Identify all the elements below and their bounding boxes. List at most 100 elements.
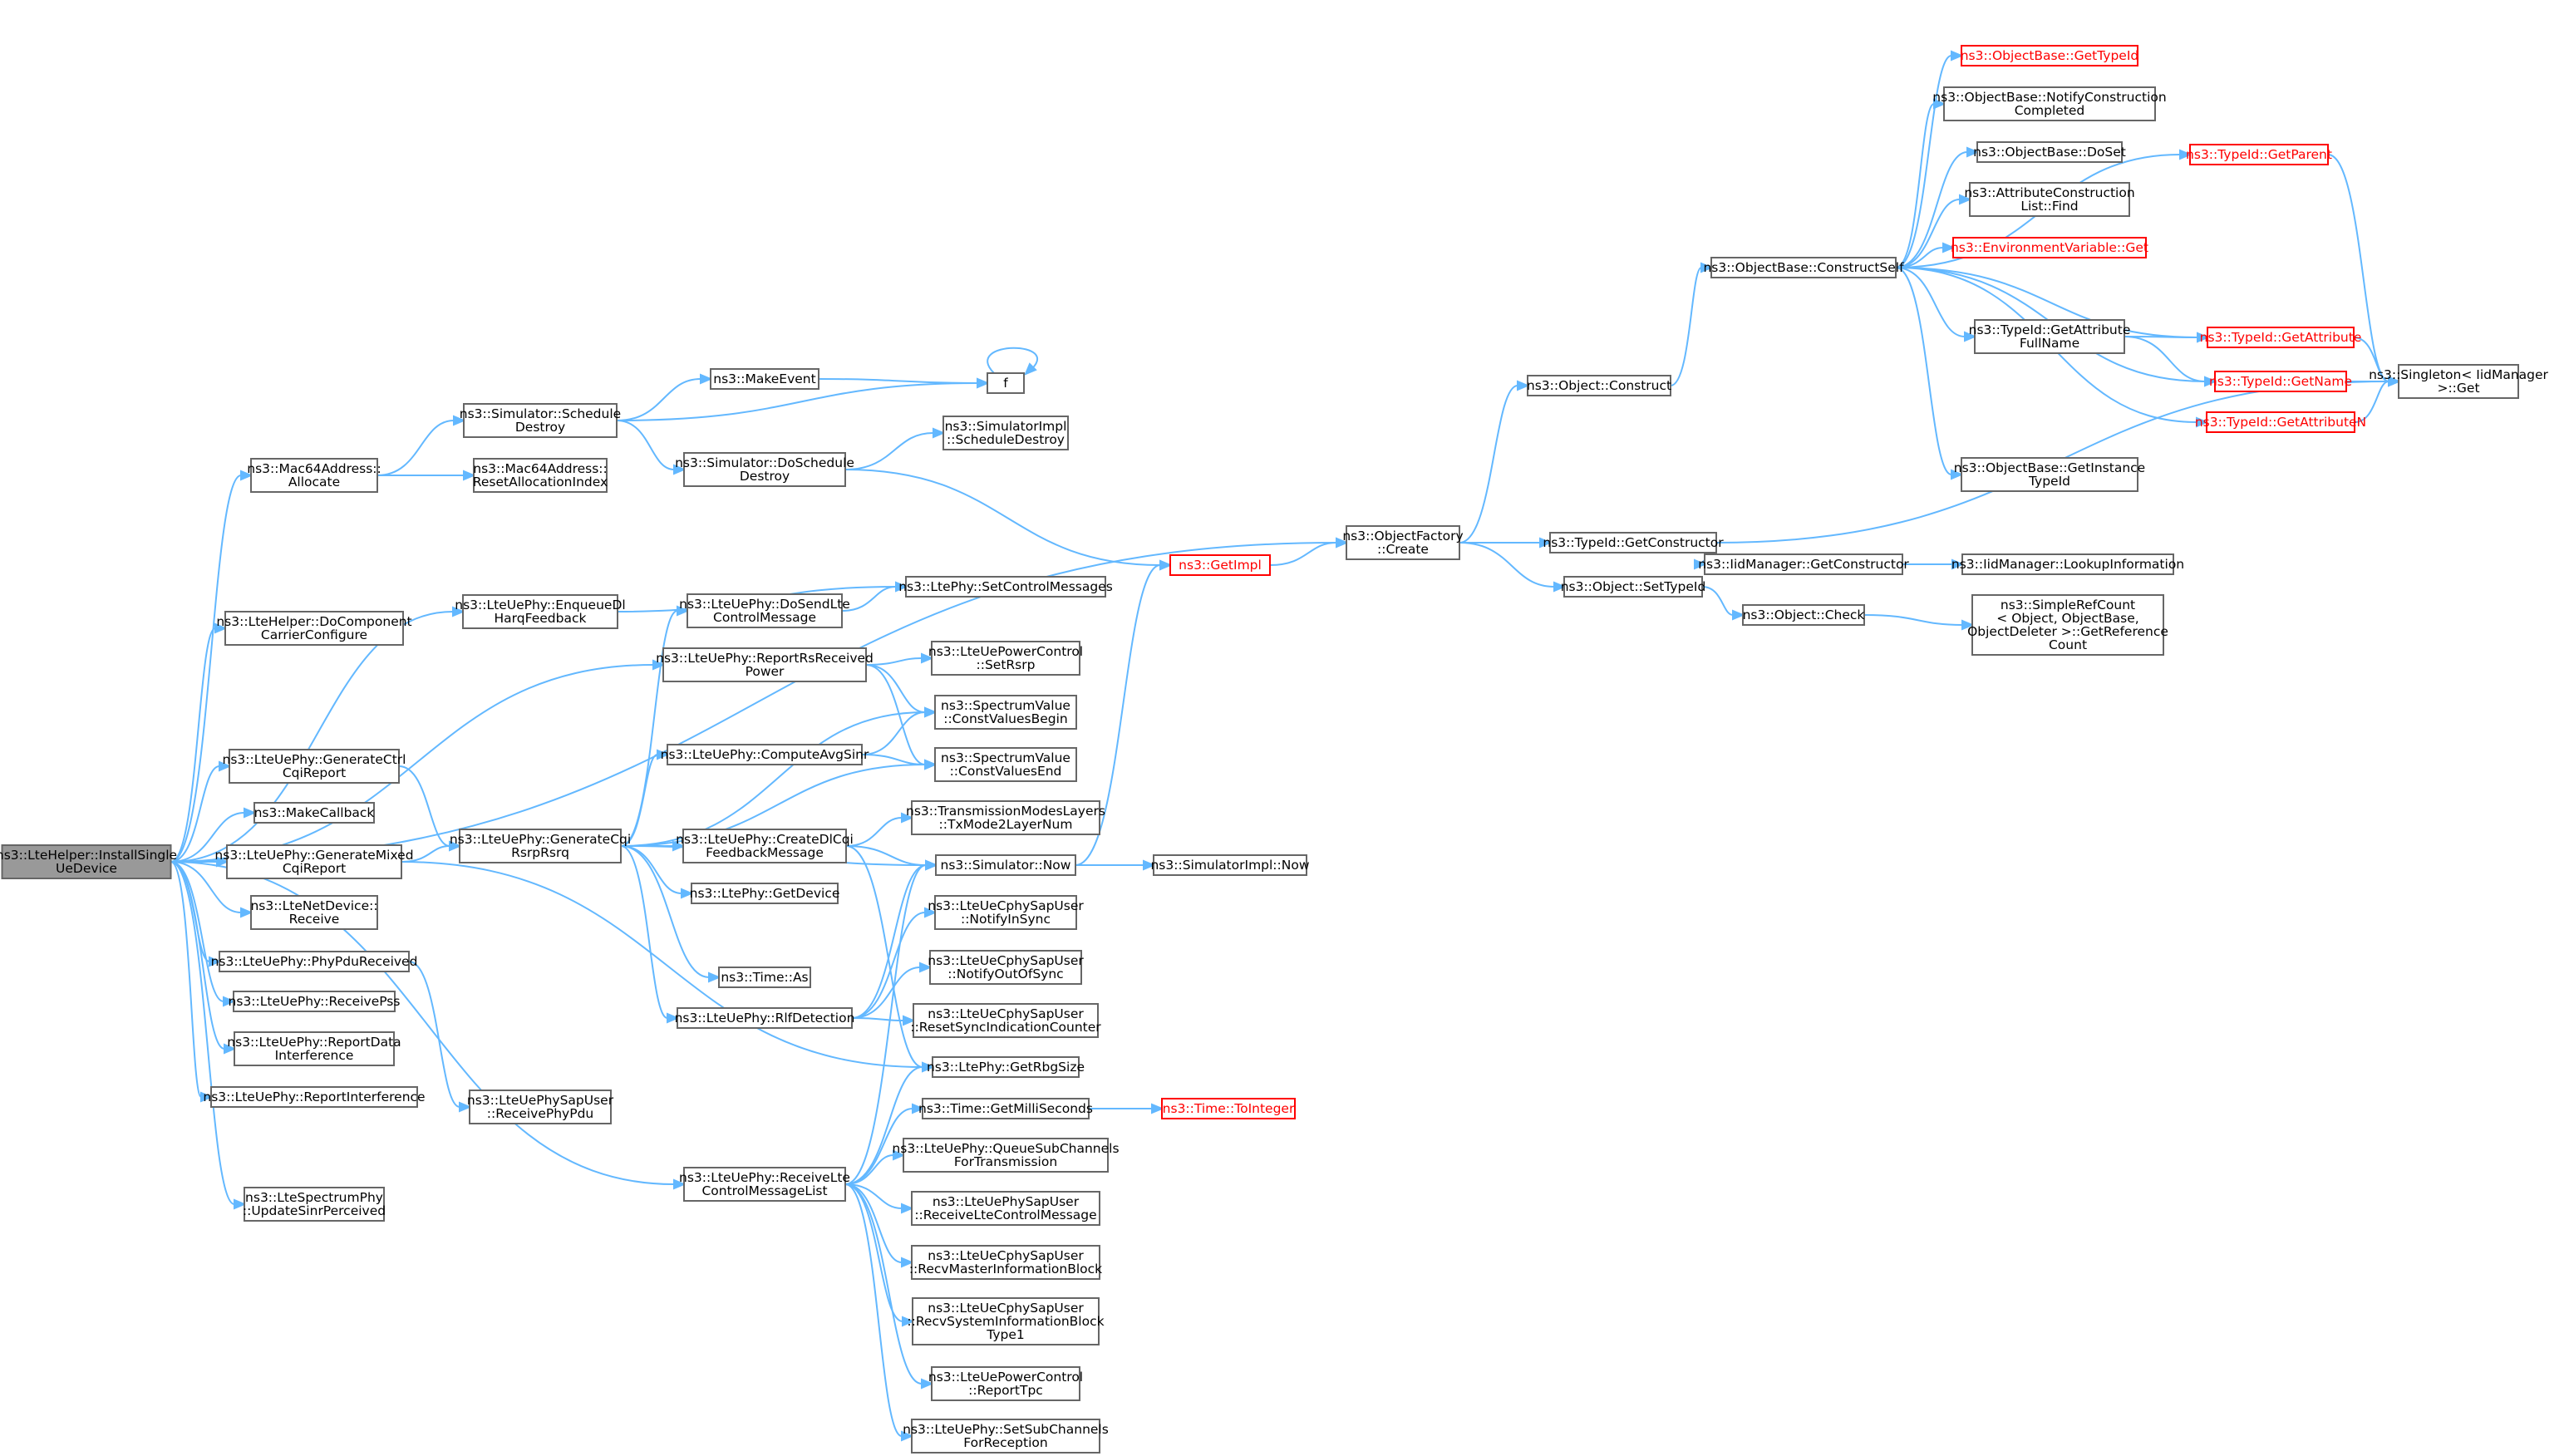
node-queue-sub[interactable]: ns3::LteUePhy::QueueSubChannelsForTransm…	[892, 1138, 1120, 1173]
node-ob-construct-self[interactable]: ns3::ObjectBase::ConstructSelf	[1703, 257, 1904, 278]
node-netdev-recv[interactable]: ns3::LteNetDevice::Receive	[250, 895, 378, 930]
node-make-event[interactable]: ns3::MakeEvent	[710, 368, 819, 390]
node-obj-construct[interactable]: ns3::Object::Construct	[1527, 375, 1671, 396]
node-make-cb[interactable]: ns3::MakeCallback	[253, 802, 375, 824]
node-ob-notify[interactable]: ns3::ObjectBase::NotifyConstructionCompl…	[1932, 86, 2167, 121]
node-spec-update[interactable]: ns3::LteSpectrumPhy::UpdateSinrPerceived	[243, 1187, 386, 1222]
node-env-get[interactable]: ns3::EnvironmentVariable::Get	[1951, 237, 2148, 258]
node-mac-reset[interactable]: ns3::Mac64Address::ResetAllocationIndex	[473, 458, 608, 493]
edge-line	[170, 765, 220, 863]
node-iid-getctor[interactable]: ns3::IidManager::GetConstructor	[1698, 553, 1909, 575]
node-typeid-getname[interactable]: ns3::TypeId::GetName	[2209, 371, 2352, 392]
node-typeid-parent[interactable]: ns3::TypeId::GetParent	[2186, 144, 2332, 165]
node-obj-factory[interactable]: ns3::ObjectFactory::Create	[1342, 525, 1464, 560]
node-label-line: ::ReceivePhyPdu	[487, 1106, 593, 1121]
node-recv-ctrl-list[interactable]: ns3::LteUePhy::ReceiveLteControlMessageL…	[679, 1167, 850, 1202]
node-obj-check[interactable]: ns3::Object::Check	[1742, 604, 1865, 626]
node-phy-getdev[interactable]: ns3::LtePhy::GetDevice	[690, 883, 840, 904]
edge-line	[844, 469, 1161, 566]
node-ob-doset[interactable]: ns3::ObjectBase::DoSet	[1973, 141, 2126, 163]
node-tm-layers[interactable]: ns3::TransmissionModesLayers::TxMode2Lay…	[906, 800, 1105, 835]
edge-arrowhead	[240, 907, 253, 918]
node-label-line: ns3::LteUeCphySapUser	[928, 898, 1084, 913]
edge-get_impl-to-obj_factory	[1269, 537, 1349, 566]
node-label-line: ns3::TypeId::GetName	[2209, 374, 2352, 389]
node-sim-now[interactable]: ns3::Simulator::Now	[935, 854, 1076, 876]
node-rlf-detect[interactable]: ns3::LteUePhy::RlfDetection	[675, 1007, 855, 1029]
edge-arrowhead	[708, 971, 721, 983]
node-typeid-getattr[interactable]: ns3::TypeId::GetAttribute	[2200, 327, 2362, 348]
node-get-ms[interactable]: ns3::Time::GetMilliSeconds	[918, 1098, 1093, 1119]
node-iid-lookup[interactable]: ns3::IidManager::LookupInformation	[1951, 553, 2184, 575]
node-obj-settypeid[interactable]: ns3::Object::SetTypeId	[1561, 576, 1706, 598]
node-set-sub-rx[interactable]: ns3::LteUePhy::SetSubChannelsForReceptio…	[903, 1419, 1109, 1454]
node-label-line: ns3::ObjectBase::ConstructSelf	[1703, 260, 1904, 275]
edge-typeid_attr_full-to-typeid_getattr	[2124, 332, 2210, 343]
node-simimpl-now[interactable]: ns3::SimulatorImpl::Now	[1150, 854, 1310, 876]
edge-line	[844, 432, 934, 470]
node-cphy-insync[interactable]: ns3::LteUeCphySapUser::NotifyInSync	[928, 895, 1084, 930]
node-label-line: ::NotifyInSync	[961, 912, 1051, 927]
node-create-dlcqi[interactable]: ns3::LteUePhy::CreateDlCqiFeedbackMessag…	[676, 829, 854, 863]
node-sv-end[interactable]: ns3::SpectrumValue::ConstValuesEnd	[934, 747, 1077, 782]
edge-line	[170, 812, 245, 863]
node-label-line: ForReception	[963, 1435, 1047, 1450]
node-mac-alloc[interactable]: ns3::Mac64Address::Allocate	[247, 458, 381, 493]
node-singleton-get[interactable]: ns3::Singleton< IidManager>::Get	[2369, 364, 2549, 399]
node-sim-sched-destroy[interactable]: ns3::Simulator::ScheduleDestroy	[460, 403, 621, 438]
node-cphy-outsync[interactable]: ns3::LteUeCphySapUser::NotifyOutOfSync	[928, 950, 1084, 985]
edge-sim_now-to-get_impl	[1075, 559, 1173, 866]
node-recv-pss[interactable]: ns3::LteUePhy::ReceivePss	[229, 991, 401, 1012]
node-compute-sinr[interactable]: ns3::LteUePhy::ComputeAvgSinr	[661, 744, 869, 765]
node-time-as[interactable]: ns3::Time::As	[718, 967, 811, 988]
node-typeid-getattrn[interactable]: ns3::TypeId::GetAttributeN	[2195, 411, 2366, 433]
node-srefcount[interactable]: ns3::SimpleRefCount< Object, ObjectBase,…	[1967, 594, 2168, 656]
node-sv-begin[interactable]: ns3::SpectrumValue::ConstValuesBegin	[934, 695, 1077, 730]
edge-line	[1895, 151, 1968, 268]
node-time-toint[interactable]: ns3::Time::ToInteger	[1161, 1098, 1296, 1119]
node-rbg-size[interactable]: ns3::LtePhy::GetRbgSize	[927, 1056, 1085, 1078]
node-f[interactable]: f	[987, 372, 1025, 394]
node-report-intf[interactable]: ns3::LteUePhy::ReportInterference	[203, 1086, 426, 1108]
node-ob-gettypeid[interactable]: ns3::ObjectBase::GetTypeId	[1961, 45, 2139, 66]
node-cphy-mib[interactable]: ns3::LteUeCphySapUser::RecvMasterInforma…	[909, 1245, 1102, 1280]
edge-make_event-to-f	[818, 377, 990, 389]
edge-phy_pdu-to-phy_sap_recv	[408, 961, 472, 1113]
node-pc-tpc[interactable]: ns3::LteUePowerControl::ReportTpc	[928, 1366, 1083, 1401]
edge-sim_do_sched-to-simimpl_sched	[844, 427, 946, 470]
node-label-line: ::TxMode2LayerNum	[939, 817, 1073, 832]
node-label-line: ::NotifyOutOfSync	[947, 967, 1063, 981]
edge-line	[616, 420, 675, 470]
node-label-line: ::ReceiveLteControlMessage	[914, 1208, 1096, 1222]
node-helper-docc[interactable]: ns3::LteHelper::DoComponentCarrierConfig…	[216, 611, 412, 646]
node-phy-sap-recv[interactable]: ns3::LteUePhySapUser::ReceivePhyPdu	[467, 1090, 614, 1124]
edge-arrowhead	[452, 606, 465, 617]
edge-line	[1075, 564, 1161, 866]
edge-line	[861, 711, 926, 755]
node-set-ctrl-msgs[interactable]: ns3::LtePhy::SetControlMessages	[898, 576, 1113, 598]
node-box	[931, 1366, 1080, 1401]
edge-arrowhead	[901, 812, 914, 824]
node-box	[922, 1098, 1090, 1119]
node-get-impl[interactable]: ns3::GetImpl	[1169, 554, 1271, 576]
node-simimpl-sched[interactable]: ns3::SimulatorImpl::ScheduleDestroy	[942, 416, 1069, 450]
edge-typeid_parent-to-singleton_get	[2327, 154, 2401, 387]
node-cphy-sib[interactable]: ns3::LteUeCphySapUser::RecvSystemInforma…	[907, 1297, 1105, 1345]
node-phy-pdu[interactable]: ns3::LteUePhy::PhyPduReceived	[211, 951, 418, 972]
node-phy-sap-recvctrl[interactable]: ns3::LteUePhySapUser::ReceiveLteControlM…	[911, 1191, 1100, 1226]
node-typeid-getctor[interactable]: ns3::TypeId::GetConstructor	[1543, 532, 1724, 553]
node-pc-setrsrp[interactable]: ns3::LteUePowerControl::SetRsrp	[928, 641, 1083, 676]
node-cphy-reset[interactable]: ns3::LteUeCphySapUser::ResetSyncIndicati…	[910, 1003, 1101, 1038]
